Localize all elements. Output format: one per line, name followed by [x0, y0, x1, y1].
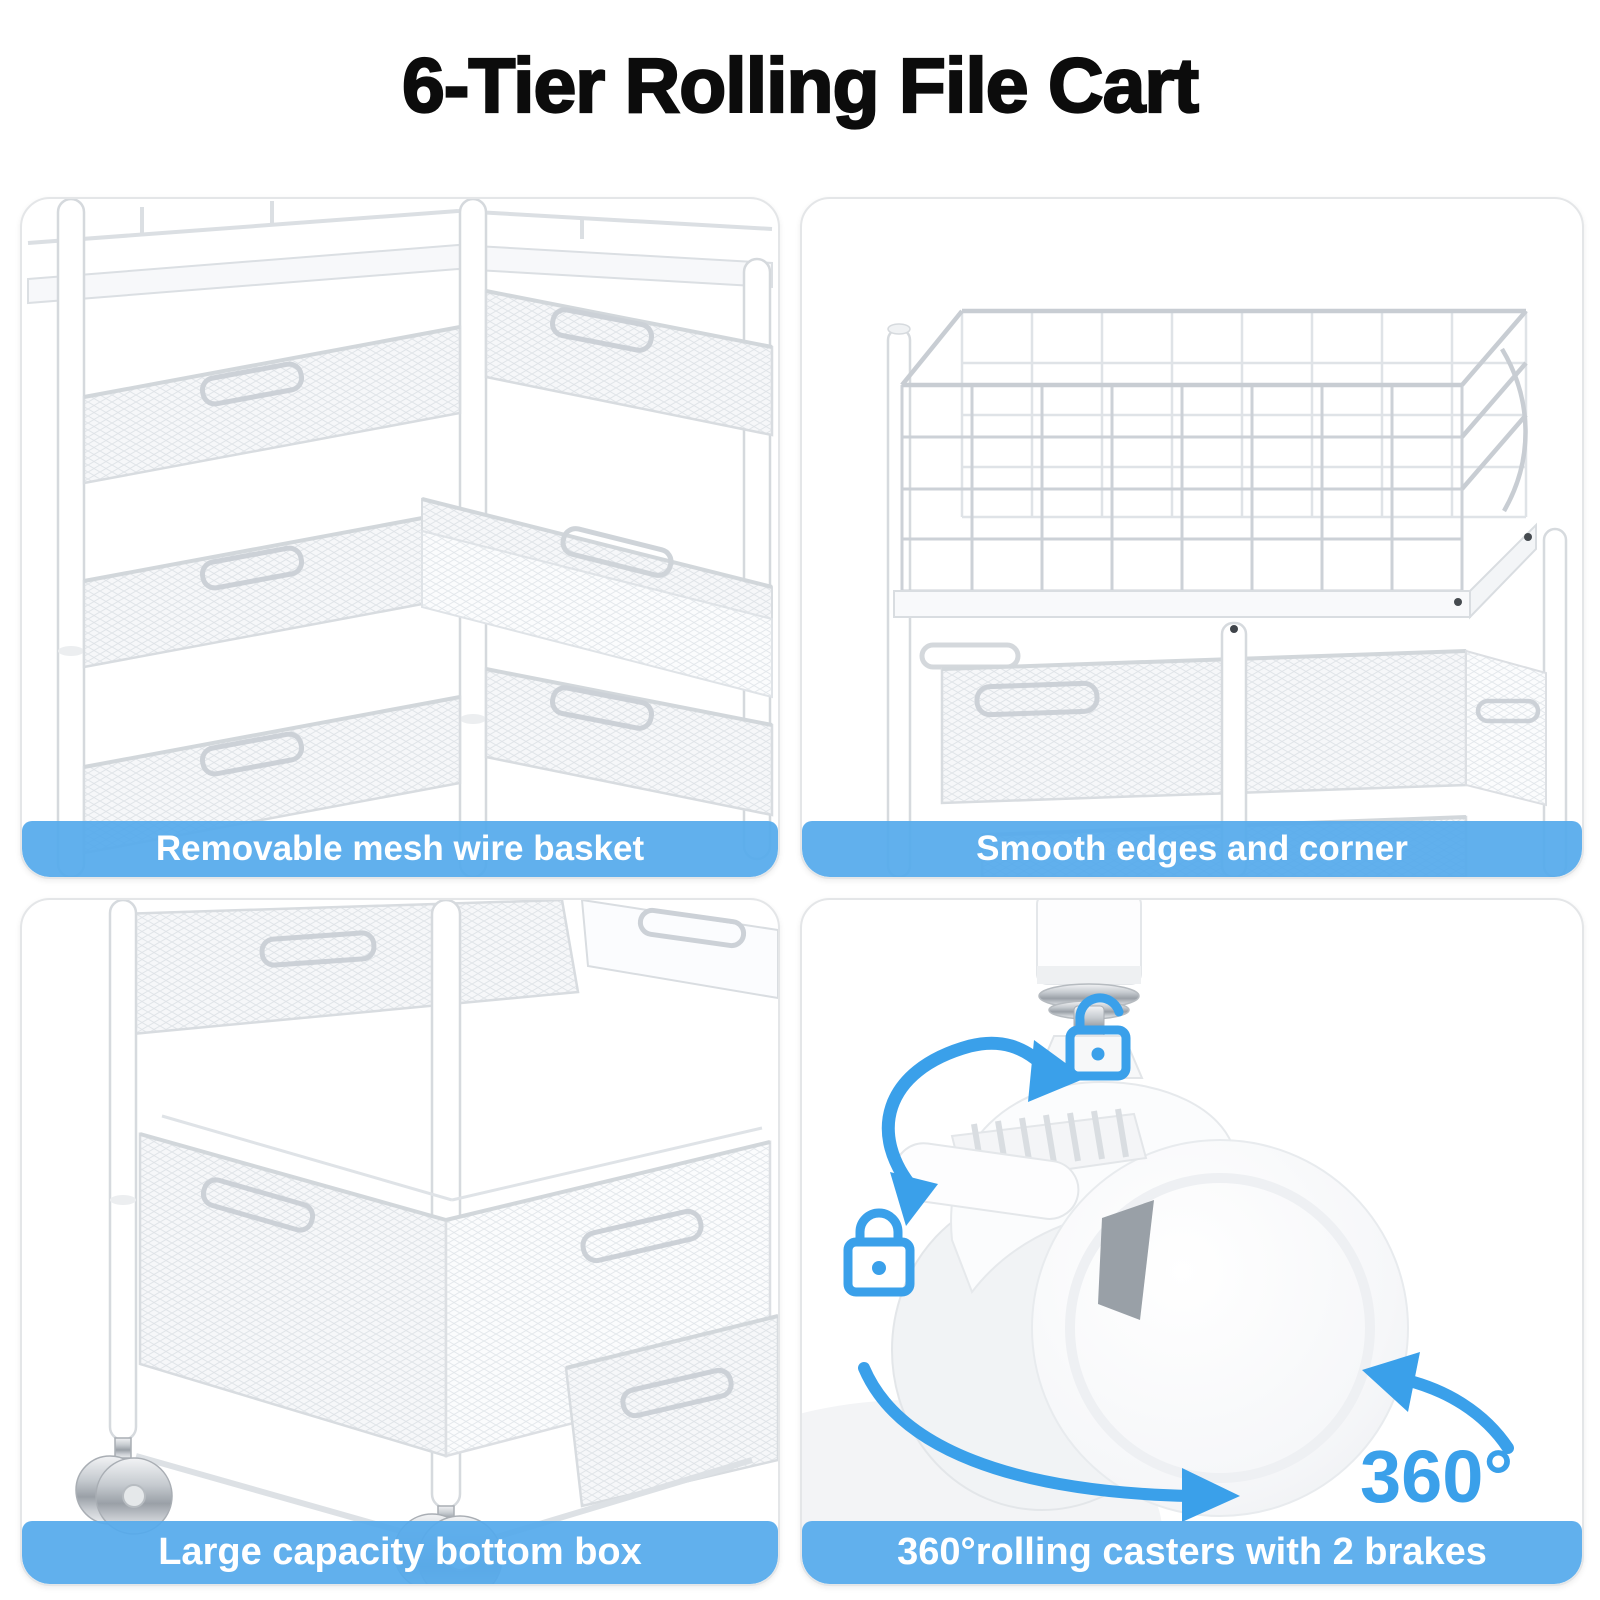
rotate-counter-arrow-icon: [1362, 1352, 1514, 1454]
mesh-drawer: [940, 649, 1547, 807]
mesh-tray: [484, 667, 774, 817]
caption-bar: Removable mesh wire basket: [22, 821, 778, 877]
basket-rails: [900, 308, 1528, 513]
swivel-arrow-icon: [881, 1036, 1086, 1226]
caption-bar: Smooth edges and corner: [802, 821, 1582, 877]
caption-label: Large capacity bottom box: [158, 1531, 642, 1573]
panel-smooth-edges: Smooth edges and corner: [800, 197, 1584, 879]
mesh-tray: [564, 1314, 778, 1508]
caster-closeup-photo: 360°: [802, 900, 1514, 1584]
brake-lever: [893, 1108, 1154, 1320]
caster-wheel: [75, 1437, 173, 1535]
mesh-tray: [82, 509, 462, 669]
wire-basket-photo: [886, 308, 1568, 877]
rotate-swoosh-arrow-icon: [858, 1362, 1240, 1522]
bottom-box-photo: [75, 900, 778, 1584]
mesh-tray: [116, 900, 580, 1036]
caption-bar: 360°rolling casters with 2 brakes: [802, 1521, 1582, 1584]
caption-bar: Large capacity bottom box: [22, 1521, 778, 1584]
locked-padlock-icon: [843, 1208, 915, 1297]
frame-post: [56, 199, 86, 877]
unlocked-padlock-icon: [1065, 993, 1131, 1081]
mesh-tray: [484, 289, 774, 437]
mesh-tray: [82, 325, 462, 485]
rotation-degree-label: 360°: [1360, 1435, 1513, 1518]
panel-rolling-casters: 360° 360°rolling casters with 2 brakes: [800, 898, 1584, 1586]
brake-slot: [1098, 1200, 1154, 1320]
panel-bottom-box: Large capacity bottom box: [20, 898, 780, 1586]
page-title: 6-Tier Rolling File Cart: [401, 42, 1200, 130]
mesh-tray: [82, 695, 462, 855]
panel-removable-basket: Removable mesh wire basket: [20, 197, 780, 879]
frame-leg: [108, 900, 138, 1442]
caption-label: 360°rolling casters with 2 brakes: [897, 1531, 1487, 1573]
caption-label: Smooth edges and corner: [976, 829, 1408, 868]
tilted-mesh-baskets-photo: [27, 199, 774, 877]
frame-post: [1220, 621, 1248, 877]
basket-back-wall: [960, 309, 1528, 519]
caption-label: Removable mesh wire basket: [155, 829, 645, 868]
pulled-out-basket: [421, 497, 773, 699]
